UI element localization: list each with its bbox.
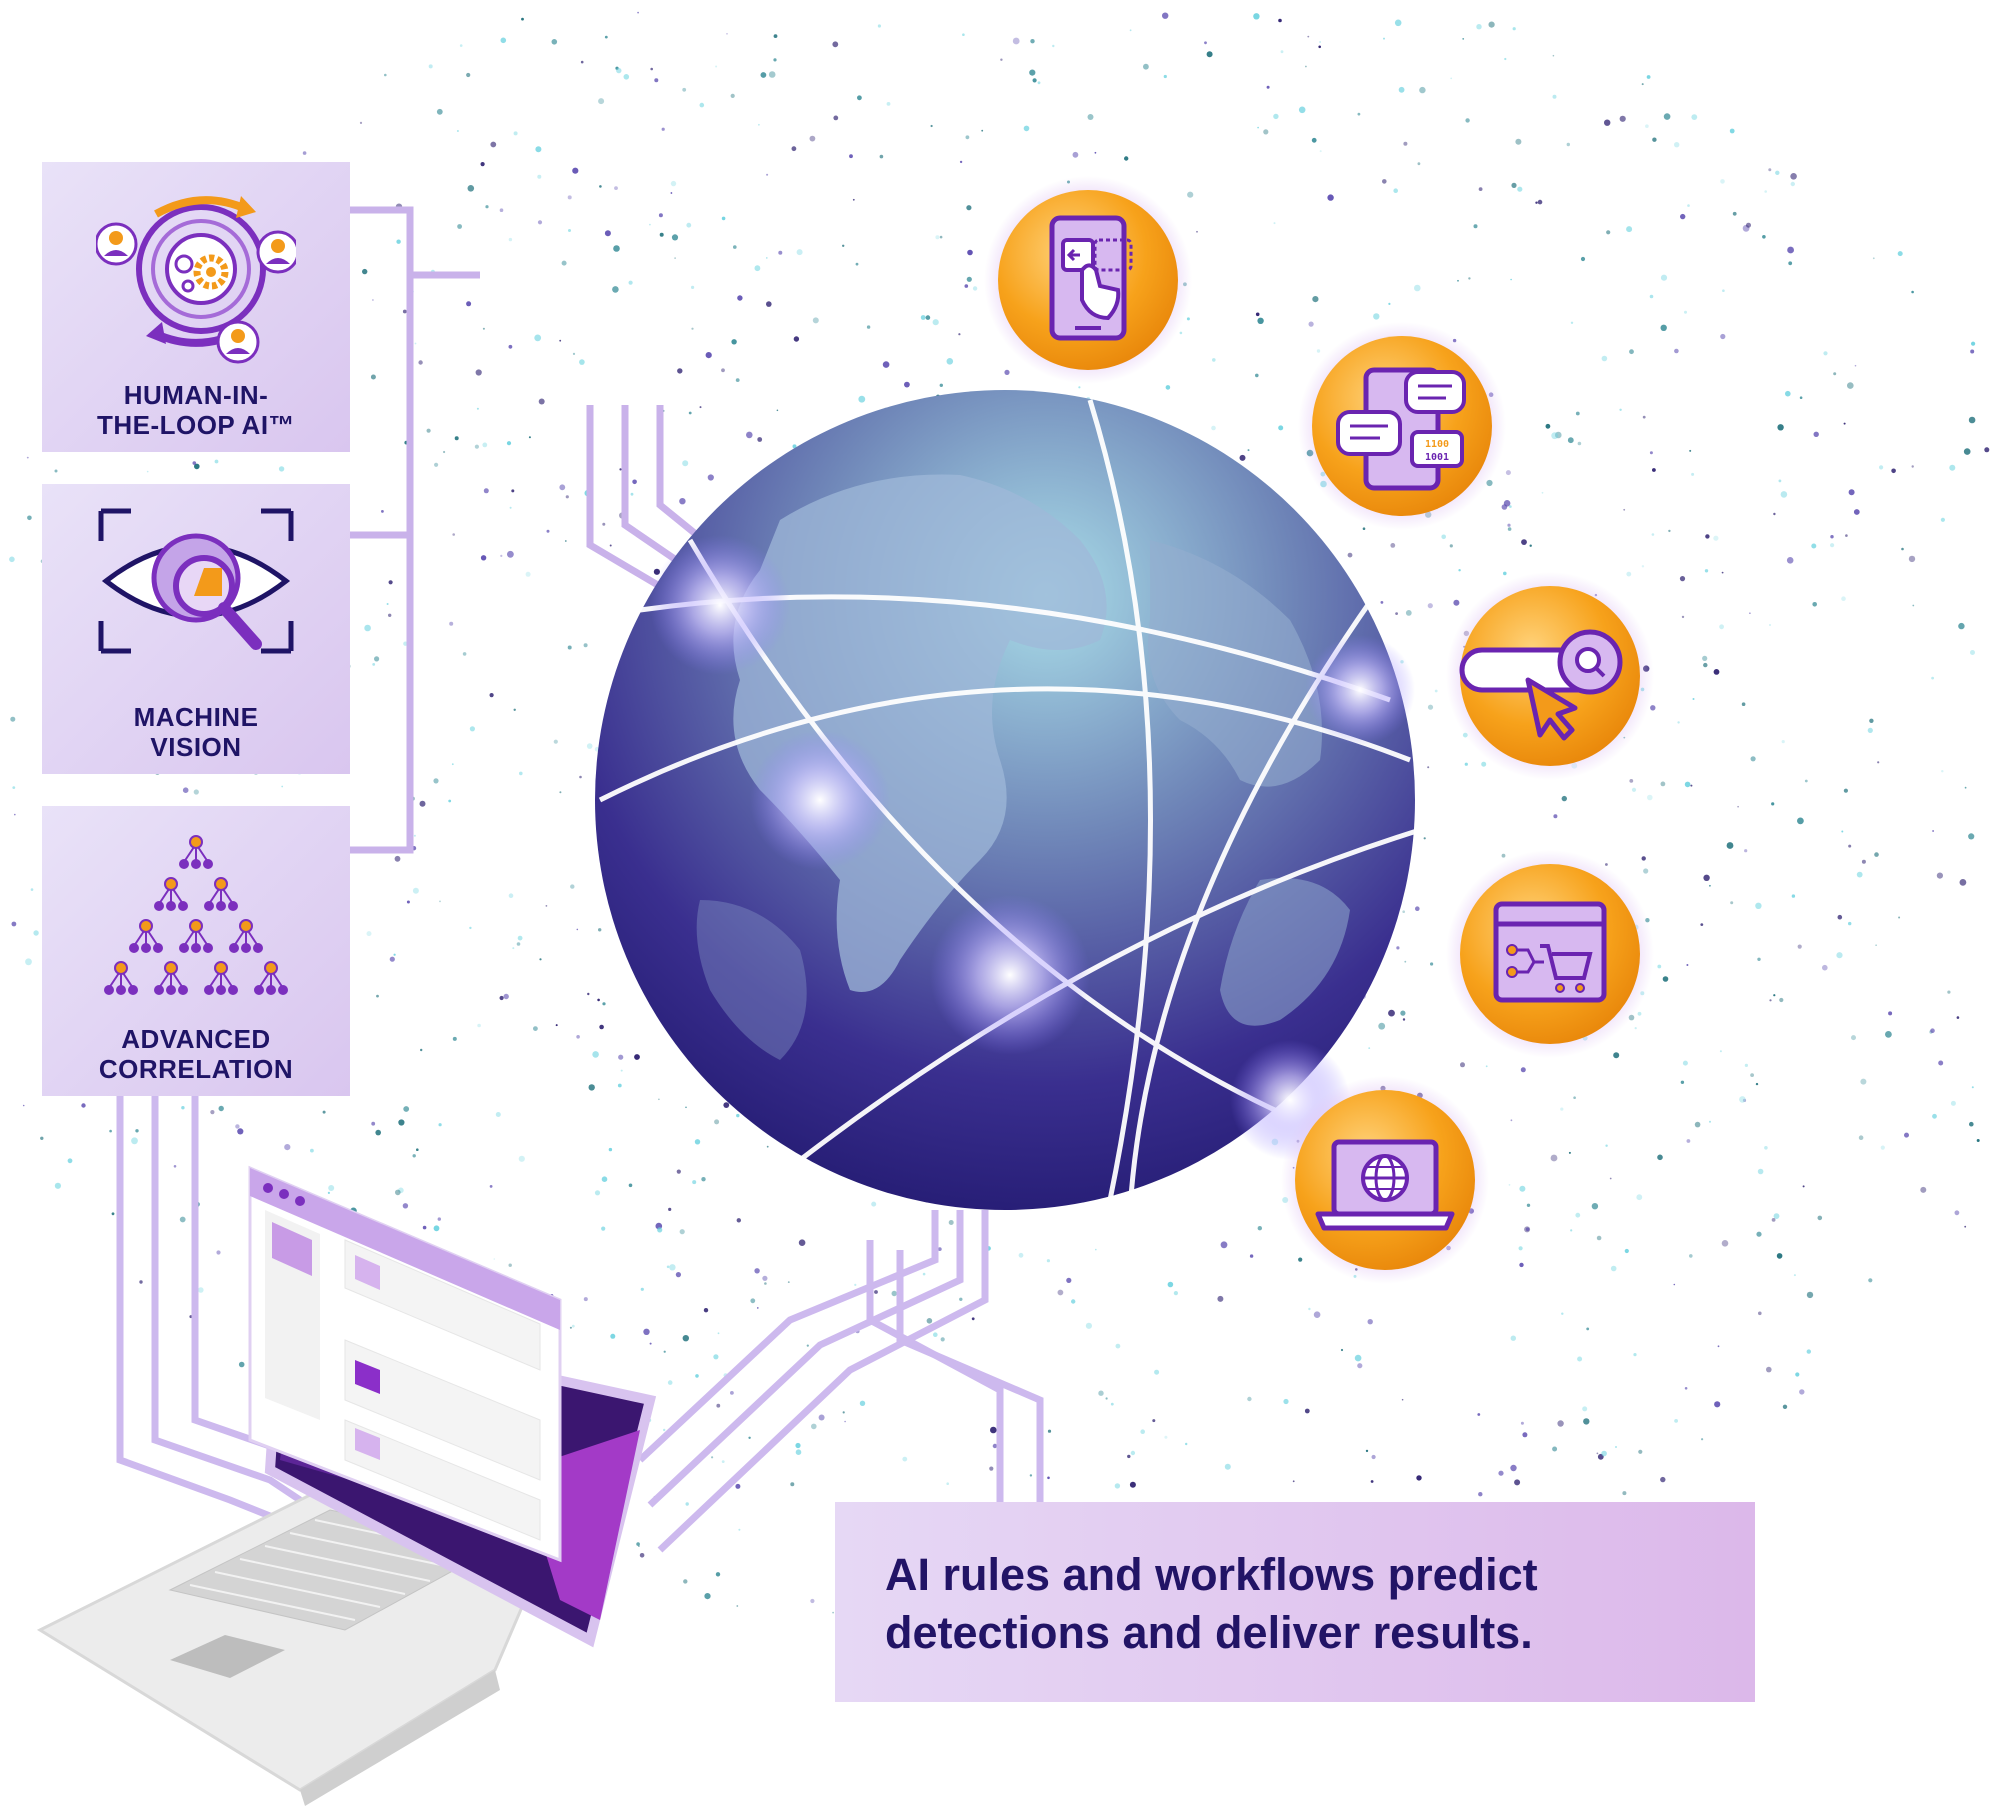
panel-machine-vision: MACHINE VISION <box>42 484 350 774</box>
mobile-tap-icon <box>984 176 1192 384</box>
search-click-icon <box>1446 572 1654 780</box>
eye-magnifier-icon <box>98 508 294 654</box>
laptop-touchpad <box>170 1635 285 1678</box>
human-in-the-loop-cycle-icon <box>96 196 296 364</box>
caption-box: AI rules and workflows predict detection… <box>835 1502 1755 1702</box>
panel-label-human-in-the-loop: HUMAN-IN- THE-LOOP AI™ <box>96 380 296 440</box>
chat-messages-icon: 1100 1001 <box>1298 322 1506 530</box>
shopping-cart-icon <box>1446 850 1654 1058</box>
floating-app-window <box>248 1165 562 1563</box>
laptop-illustration <box>36 1165 657 1806</box>
panel-label-machine-vision: MACHINE VISION <box>133 702 259 762</box>
globe <box>595 390 1421 1211</box>
laptop-globe-icon <box>1281 1076 1489 1284</box>
caption-text: AI rules and workflows predict detection… <box>885 1549 1538 1658</box>
orbit-icons: 1100 1001 <box>984 176 1654 1284</box>
svg-text:1100: 1100 <box>1425 439 1449 450</box>
panel-label-advanced-correlation: ADVANCED CORRELATION <box>98 1024 294 1084</box>
svg-text:1001: 1001 <box>1425 452 1449 463</box>
panel-advanced-correlation: ADVANCED CORRELATION <box>42 806 350 1096</box>
hierarchy-pyramid-icon <box>104 835 288 995</box>
panel-human-in-the-loop: HUMAN-IN- THE-LOOP AI™ <box>42 162 350 452</box>
